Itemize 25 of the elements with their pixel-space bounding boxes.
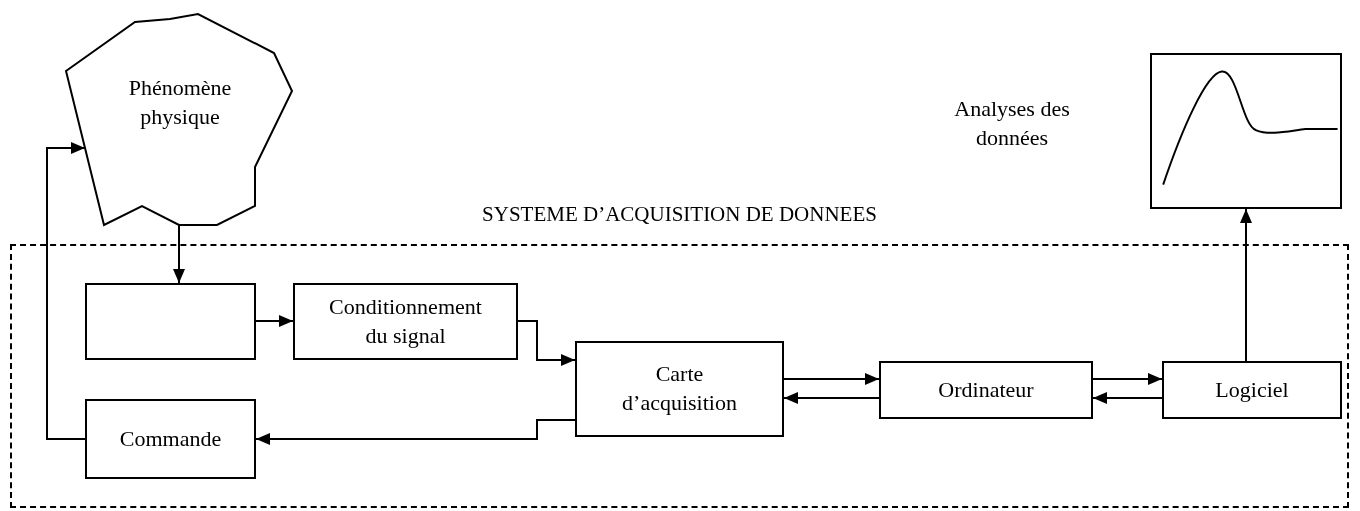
caption-text: Analyses des données xyxy=(953,95,1071,152)
arrow xyxy=(1240,208,1252,362)
arrow xyxy=(46,142,86,440)
group-title: SYSTEME D’ACQUISITION DE DONNEES xyxy=(481,202,878,227)
node-label: Phénomène physique xyxy=(127,74,233,131)
sensor-box xyxy=(85,283,256,360)
process-box xyxy=(293,283,518,360)
process-box xyxy=(1162,361,1342,419)
arrow xyxy=(1092,392,1163,404)
arrow xyxy=(255,315,294,327)
phenomenon-shape xyxy=(66,14,294,225)
arrow xyxy=(255,419,576,445)
process-box xyxy=(85,399,256,479)
arrow xyxy=(1092,373,1163,385)
process-box xyxy=(879,361,1093,419)
arrow xyxy=(517,320,576,366)
node-label: Ordinateur xyxy=(937,375,1035,404)
arrow xyxy=(173,224,185,284)
arrow xyxy=(783,373,880,385)
node-label: Logiciel xyxy=(1214,375,1290,404)
arrow xyxy=(783,392,880,404)
process-box xyxy=(575,341,784,437)
node-label: Carte d’acquisition xyxy=(621,360,738,417)
node-label: Commande xyxy=(118,424,223,453)
node-label: Conditionnement du signal xyxy=(328,292,483,350)
